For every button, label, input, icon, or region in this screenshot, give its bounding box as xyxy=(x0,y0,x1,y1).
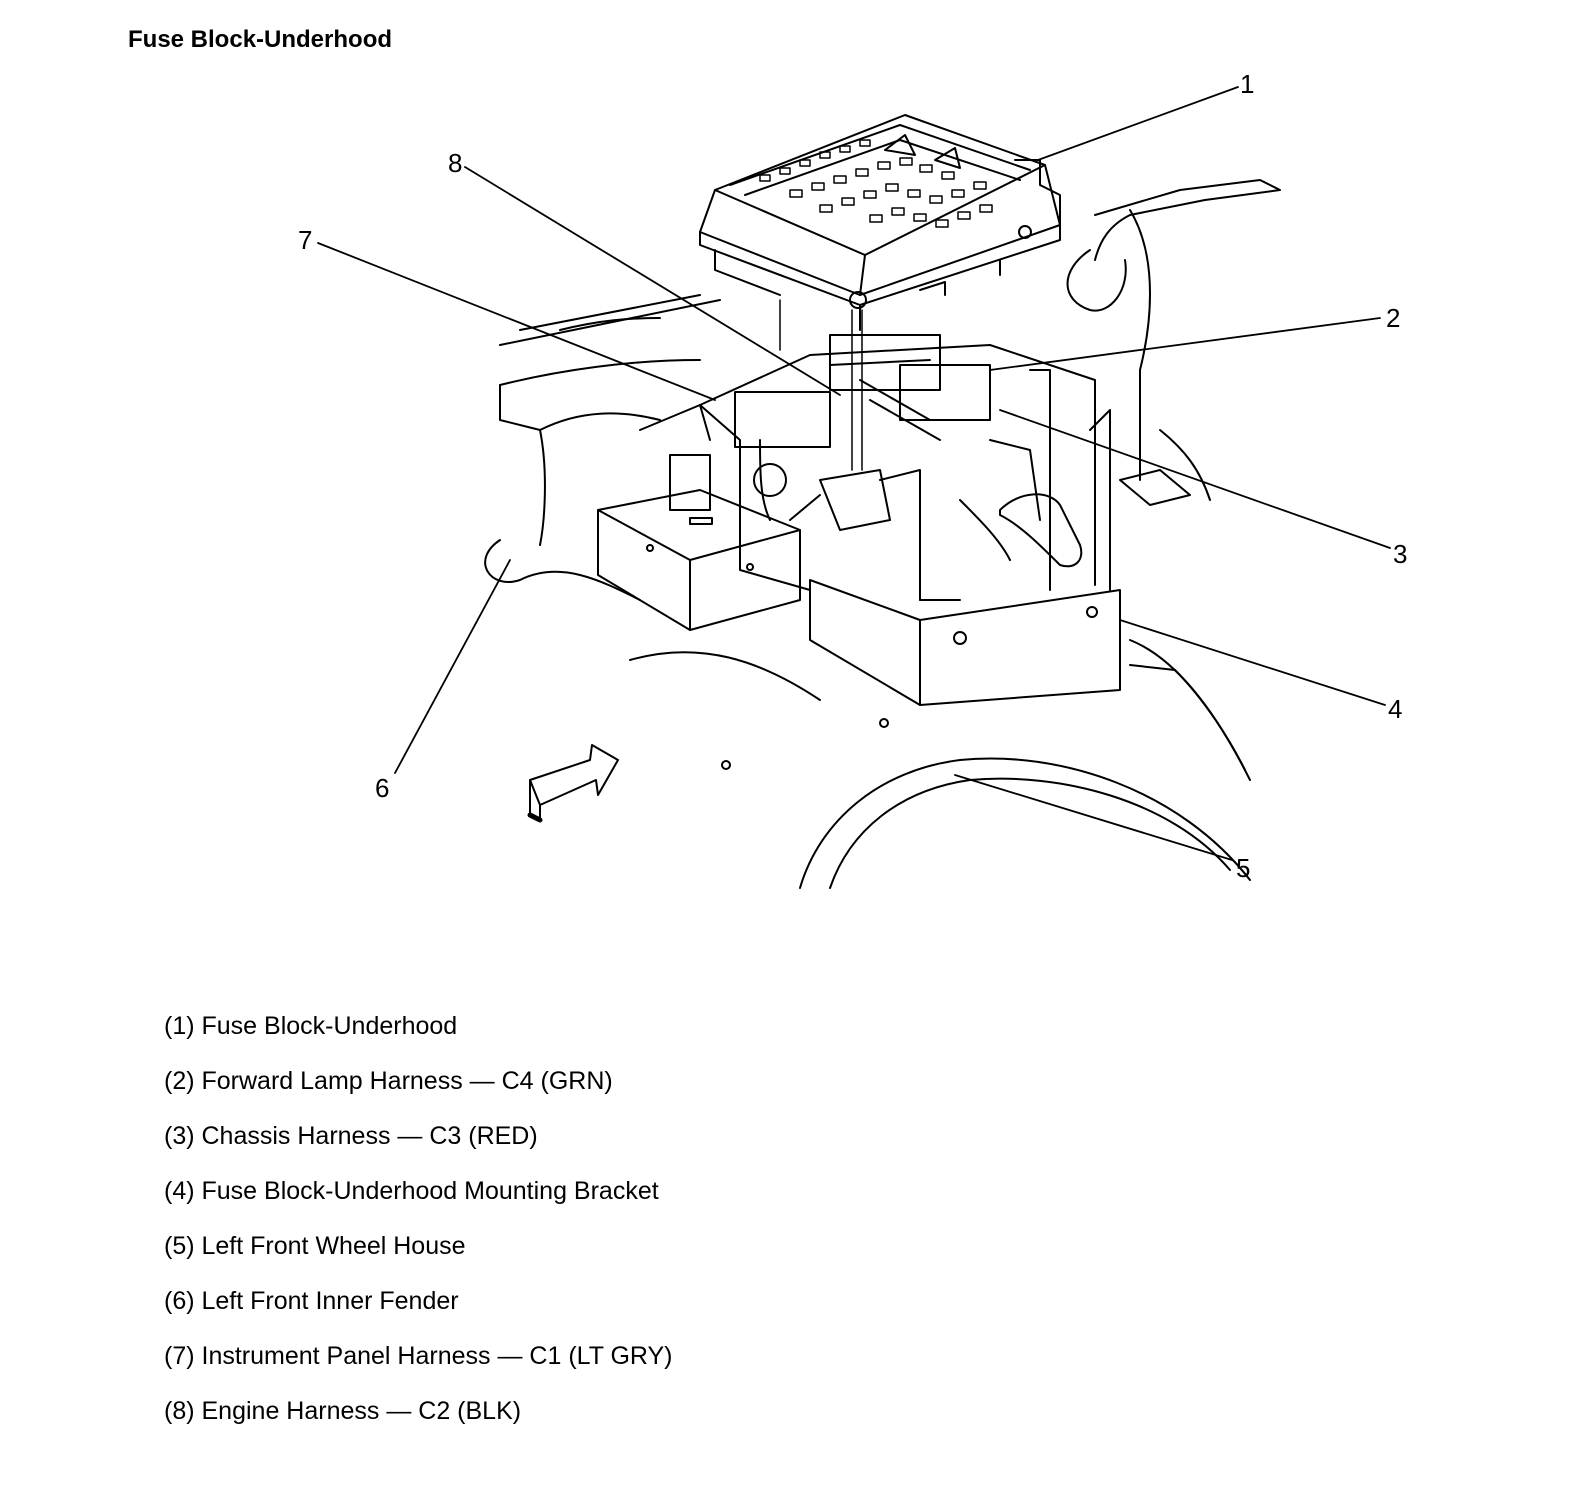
leader-line-3 xyxy=(999,409,1391,549)
legend-item: (8) Engine Harness — C2 (BLK) xyxy=(164,1397,522,1425)
diagram-title: Fuse Block-Underhood xyxy=(128,26,393,53)
fender-box-drawing xyxy=(597,454,801,631)
legend-item: (2) Forward Lamp Harness — C4 (GRN) xyxy=(164,1067,613,1095)
forward-direction-arrow xyxy=(527,744,619,823)
leader-line-7 xyxy=(317,242,716,401)
component-legend: (1) Fuse Block-Underhood (2) Forward Lam… xyxy=(164,1010,673,1450)
inner-fender-drawing xyxy=(484,294,821,701)
callout-4: 4 xyxy=(1388,694,1402,724)
callout-1: 1 xyxy=(1240,69,1254,99)
fuse-block-cover-drawing xyxy=(699,114,1061,331)
mounting-bracket-drawing xyxy=(809,369,1121,706)
leader-lines xyxy=(317,86,1391,861)
callout-3: 3 xyxy=(1393,539,1407,569)
leader-line-4 xyxy=(1119,619,1386,706)
leader-line-5 xyxy=(954,774,1233,861)
leader-line-6 xyxy=(394,559,511,774)
alignment-lines xyxy=(779,299,863,471)
wheel-house-drawing xyxy=(799,639,1251,889)
leader-line-1 xyxy=(1037,86,1239,161)
mount-hole xyxy=(879,718,889,728)
fender-right-drawing xyxy=(1066,179,1281,506)
legend-item: (4) Fuse Block-Underhood Mounting Bracke… xyxy=(164,1177,659,1205)
callout-5: 5 xyxy=(1236,853,1250,883)
fuse-block-base-drawing xyxy=(699,334,1096,601)
mount-hole xyxy=(721,760,731,770)
fuse-block-illustration: 1 2 3 4 5 6 7 8 xyxy=(298,69,1407,889)
legend-item: (3) Chassis Harness — C3 (RED) xyxy=(164,1122,538,1150)
legend-item: (1) Fuse Block-Underhood xyxy=(164,1012,458,1040)
legend-item: (5) Left Front Wheel House xyxy=(164,1232,466,1260)
callout-6: 6 xyxy=(375,773,389,803)
callout-7: 7 xyxy=(298,225,312,255)
callout-2: 2 xyxy=(1386,303,1400,333)
leader-line-8 xyxy=(464,166,841,396)
leader-line-2 xyxy=(989,317,1381,371)
legend-item: (6) Left Front Inner Fender xyxy=(164,1287,459,1315)
legend-item: (7) Instrument Panel Harness — C1 (LT GR… xyxy=(164,1342,673,1370)
callout-8: 8 xyxy=(448,148,462,178)
